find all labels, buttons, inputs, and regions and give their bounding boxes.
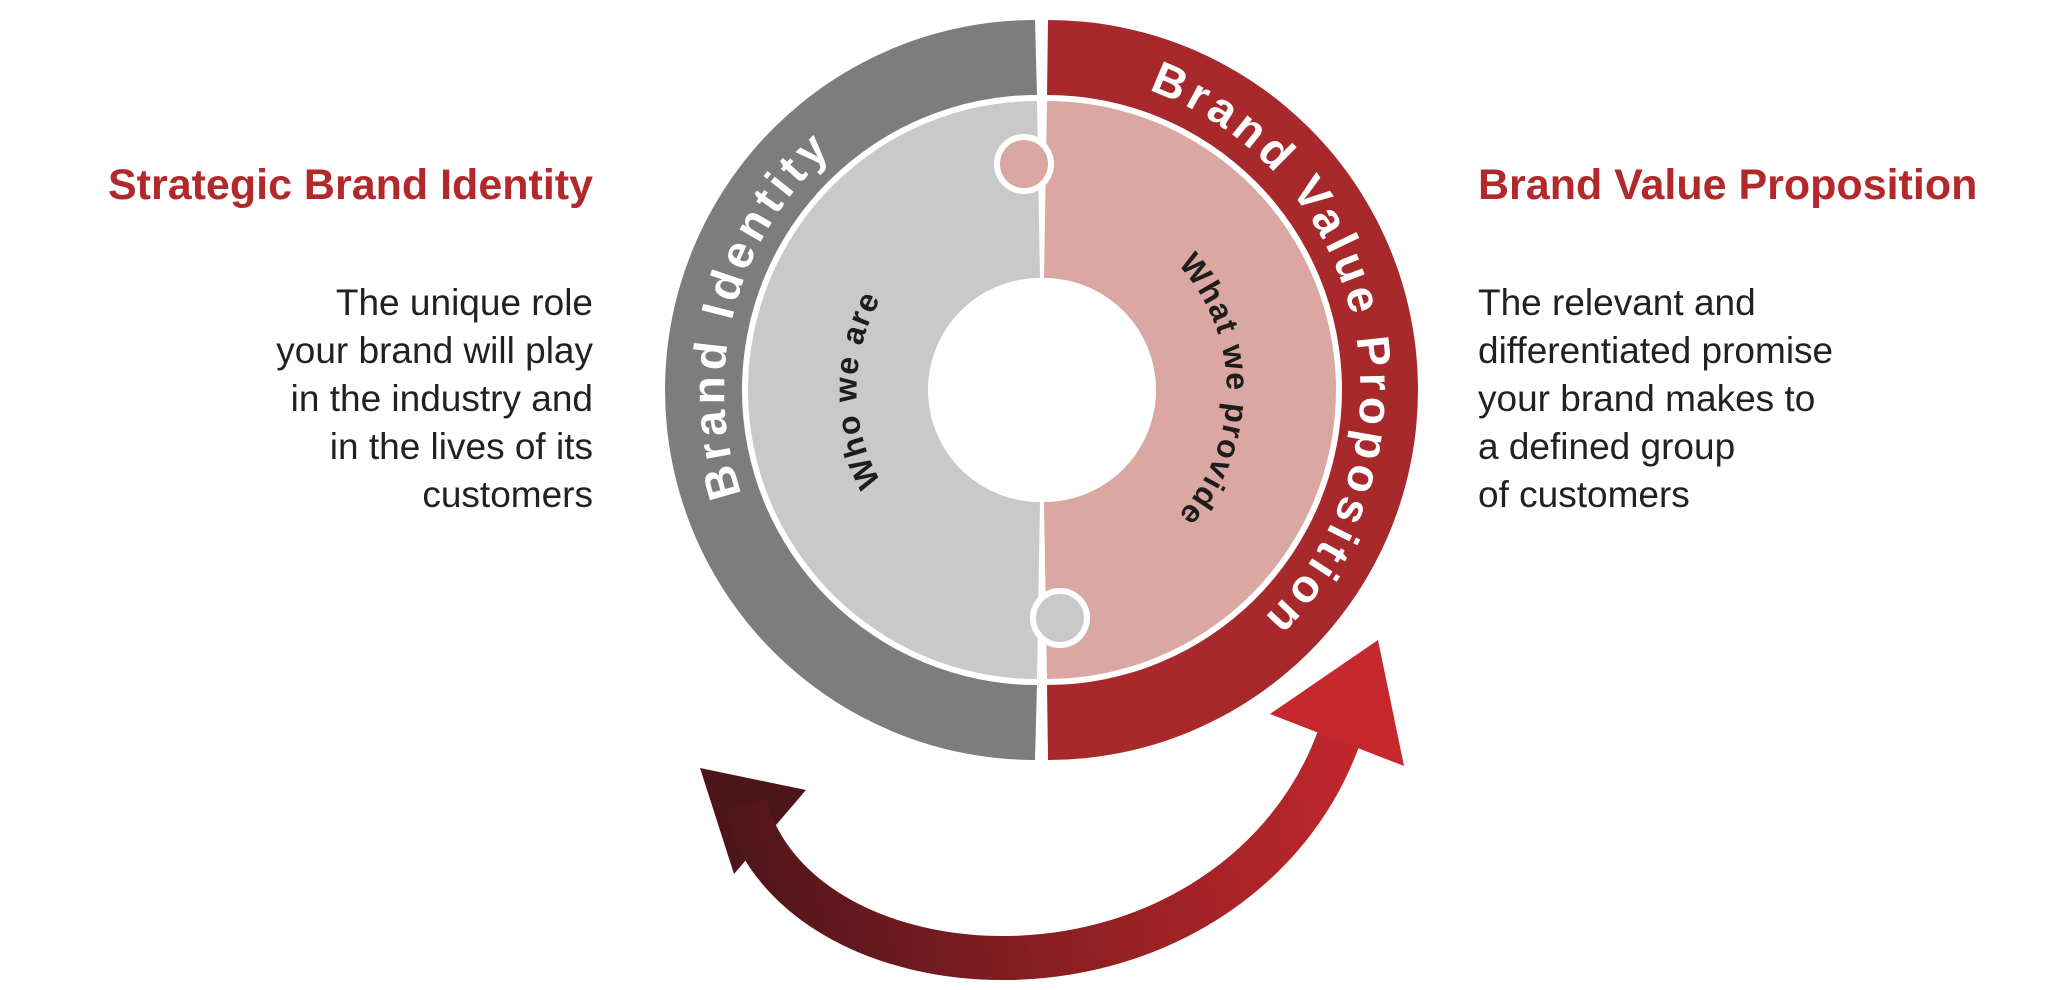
inner-disc-left-half: [748, 101, 1040, 679]
left-body-line: in the lives of its: [329, 426, 593, 468]
left-text-panel: Strategic Brand Identity The unique role…: [18, 161, 593, 519]
left-body-line: The unique role: [335, 282, 593, 324]
right-body-line: your brand makes to: [1478, 378, 1816, 420]
puzzle-knob-top: [994, 134, 1054, 194]
right-body-line: a defined group: [1478, 426, 1736, 468]
right-body-line: of customers: [1478, 474, 1690, 516]
left-heading: Strategic Brand Identity: [107, 161, 593, 209]
left-body-line: in the industry and: [290, 378, 593, 420]
outer-ring-left-half: [665, 20, 1037, 760]
outer-ring-right-half: [1047, 20, 1418, 760]
left-body-line: customers: [422, 474, 593, 516]
cycle-arrow-body: [723, 732, 1359, 981]
left-body: The unique role your brand will play in …: [18, 279, 593, 519]
right-heading: Brand Value Proposition: [1478, 161, 1978, 209]
right-body: The relevant and differentiated promise …: [1478, 279, 2048, 519]
right-body-line: The relevant and: [1478, 282, 1756, 324]
inner-disc-right-half: [1044, 101, 1336, 679]
left-body-line: your brand will play: [276, 330, 593, 372]
right-text-panel: Brand Value Proposition The relevant and…: [1478, 161, 2048, 519]
cycle-arrow-head: [1270, 640, 1404, 766]
puzzle-knob-bottom: [1030, 588, 1090, 648]
right-body-line: differentiated promise: [1478, 330, 1834, 372]
